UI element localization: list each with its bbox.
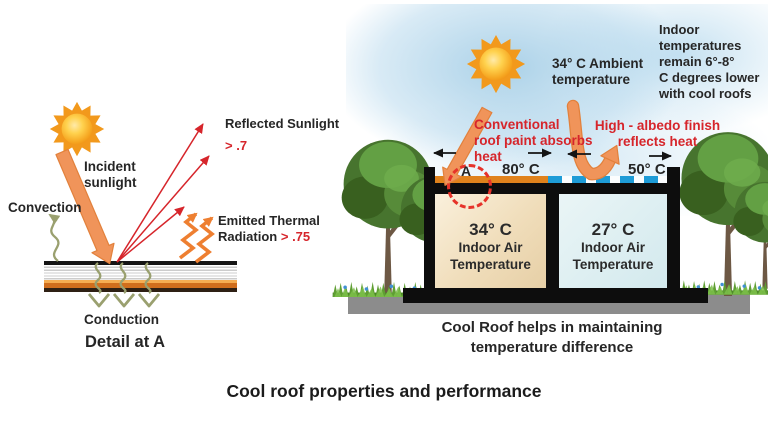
emitted-radiation-arrows (178, 212, 215, 264)
hot-room-temp: 34° C (469, 220, 512, 239)
roof-cross-section (44, 261, 237, 292)
convection-arrow (48, 213, 61, 262)
emittance-value: > .75 (280, 228, 311, 244)
indoor-temp-note: Indoor temperatures remain 6°-8° C degre… (659, 22, 760, 102)
conduction-label: Conduction (84, 312, 159, 327)
reflected-sunlight-label: Reflected Sunlight > .7 (225, 116, 340, 153)
ambient-temp-label: 34° C Ambient temperature (552, 56, 644, 88)
incident-sunlight-label: Incident sunlight (84, 159, 137, 191)
building-base (403, 288, 708, 303)
tree-icon (732, 172, 768, 296)
sun-icon (465, 33, 527, 95)
roof-panel-caption: Cool Roof helps in maintaining temperatu… (441, 319, 663, 356)
emitted-radiation-label: Emitted Thermal Radiation > .75 (218, 213, 320, 244)
left-wall (424, 167, 435, 288)
right-wall (667, 167, 680, 288)
cool-surface-temp: 50° C (628, 161, 666, 178)
cool-room (559, 194, 667, 288)
reflectance-value: > .7 (225, 137, 248, 153)
reflected-sunlight-arrows (116, 123, 210, 263)
marker-a-label: A (461, 163, 472, 179)
roof-slab (435, 183, 667, 194)
page-title: Cool roof properties and performance (226, 381, 542, 401)
hot-surface-temp: 80° C (502, 161, 540, 178)
sun-icon (48, 100, 106, 158)
convection-label: Convection (8, 200, 82, 215)
hot-room (435, 194, 546, 288)
high-albedo-label: High - albedo finish reflects heat (594, 118, 721, 149)
cool-room-temp: 27° C (591, 220, 635, 239)
hot-room-label: 34° C Indoor Air Temperature (435, 220, 546, 274)
cool-room-label: 27° C Indoor Air Temperature (559, 220, 667, 274)
room-divider-wall (546, 194, 559, 288)
detail-caption: Detail at A (85, 333, 166, 351)
